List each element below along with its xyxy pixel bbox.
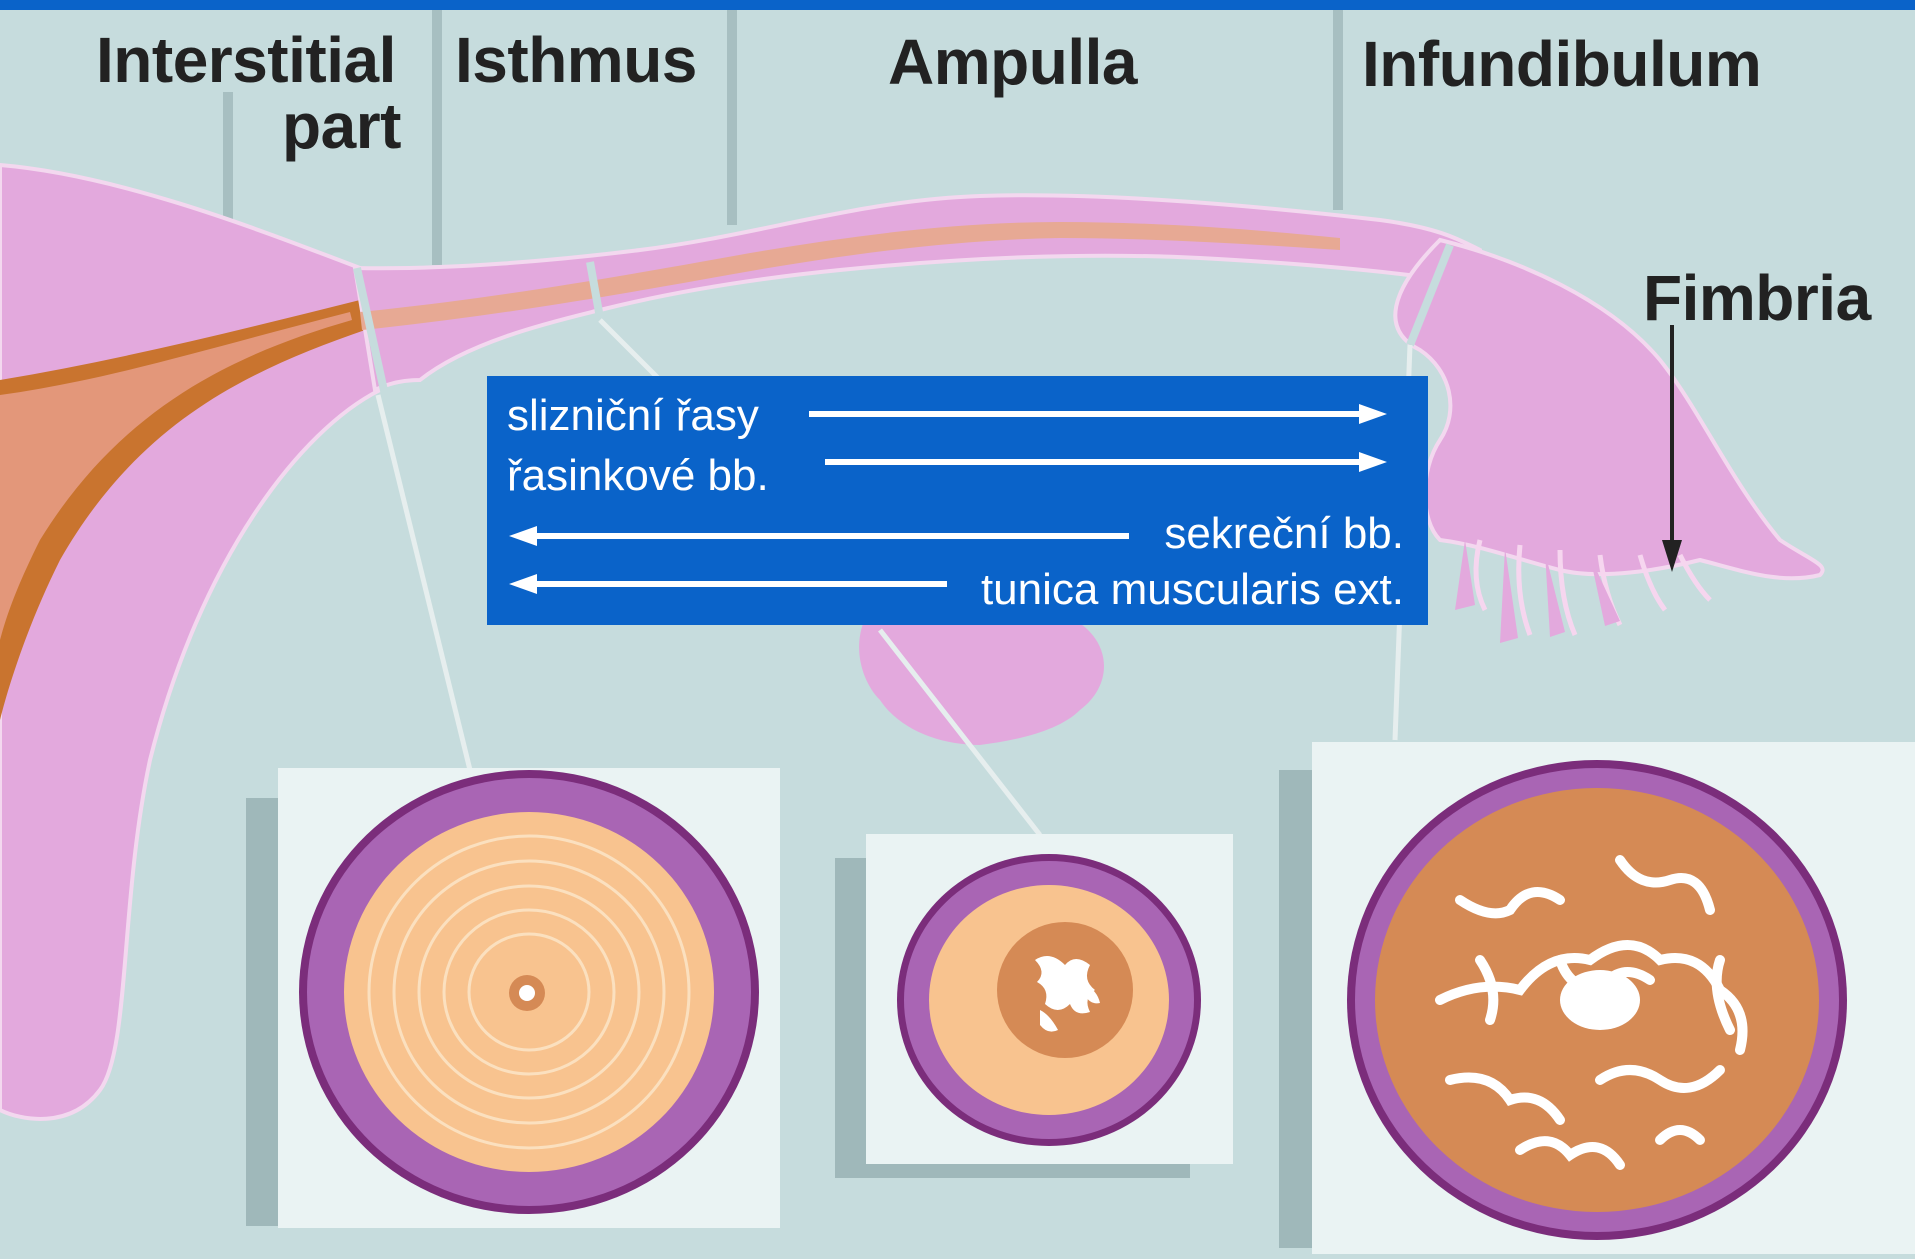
label-infundibulum: Infundibulum bbox=[1362, 32, 1761, 96]
label-fimbria: Fimbria bbox=[1643, 266, 1871, 330]
arrow-left-icon bbox=[507, 524, 1129, 548]
label-isthmus: Isthmus bbox=[455, 28, 697, 92]
legend-item-secretory-cells: sekreční bb. bbox=[1164, 512, 1404, 556]
label-ampulla: Ampulla bbox=[888, 30, 1137, 94]
arrow-right-icon bbox=[825, 450, 1391, 474]
cross-section-3-lumen bbox=[1560, 970, 1640, 1030]
legend-item-ciliated-cells: řasinkové bb. bbox=[507, 454, 769, 498]
arrow-left-icon bbox=[507, 572, 947, 596]
label-interstitial-part: part bbox=[282, 94, 401, 158]
label-interstitial: Interstitial bbox=[96, 28, 396, 92]
top-border bbox=[0, 0, 1915, 10]
legend-item-tunica-muscularis: tunica muscularis ext. bbox=[981, 568, 1404, 612]
legend-item-mucosal-folds: slizniční řasy bbox=[507, 394, 759, 438]
cross-section-1-lumen bbox=[519, 985, 535, 1001]
legend-box: slizniční řasy řasinkové bb. sekreční bb… bbox=[487, 376, 1428, 625]
arrow-right-icon bbox=[809, 402, 1391, 426]
